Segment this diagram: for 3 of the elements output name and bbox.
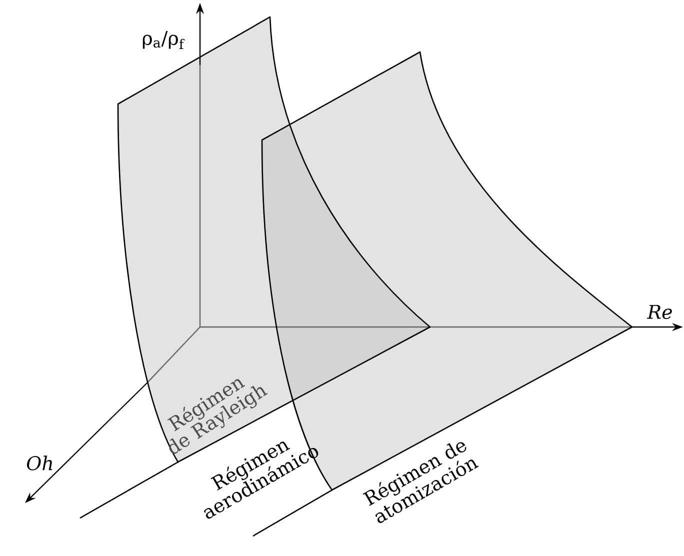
axis-label: Oh: [26, 456, 52, 470]
axis-label: ρ$_{a}$/ρ$_{f}$: [142, 31, 185, 49]
axis-label: Re: [646, 304, 672, 320]
